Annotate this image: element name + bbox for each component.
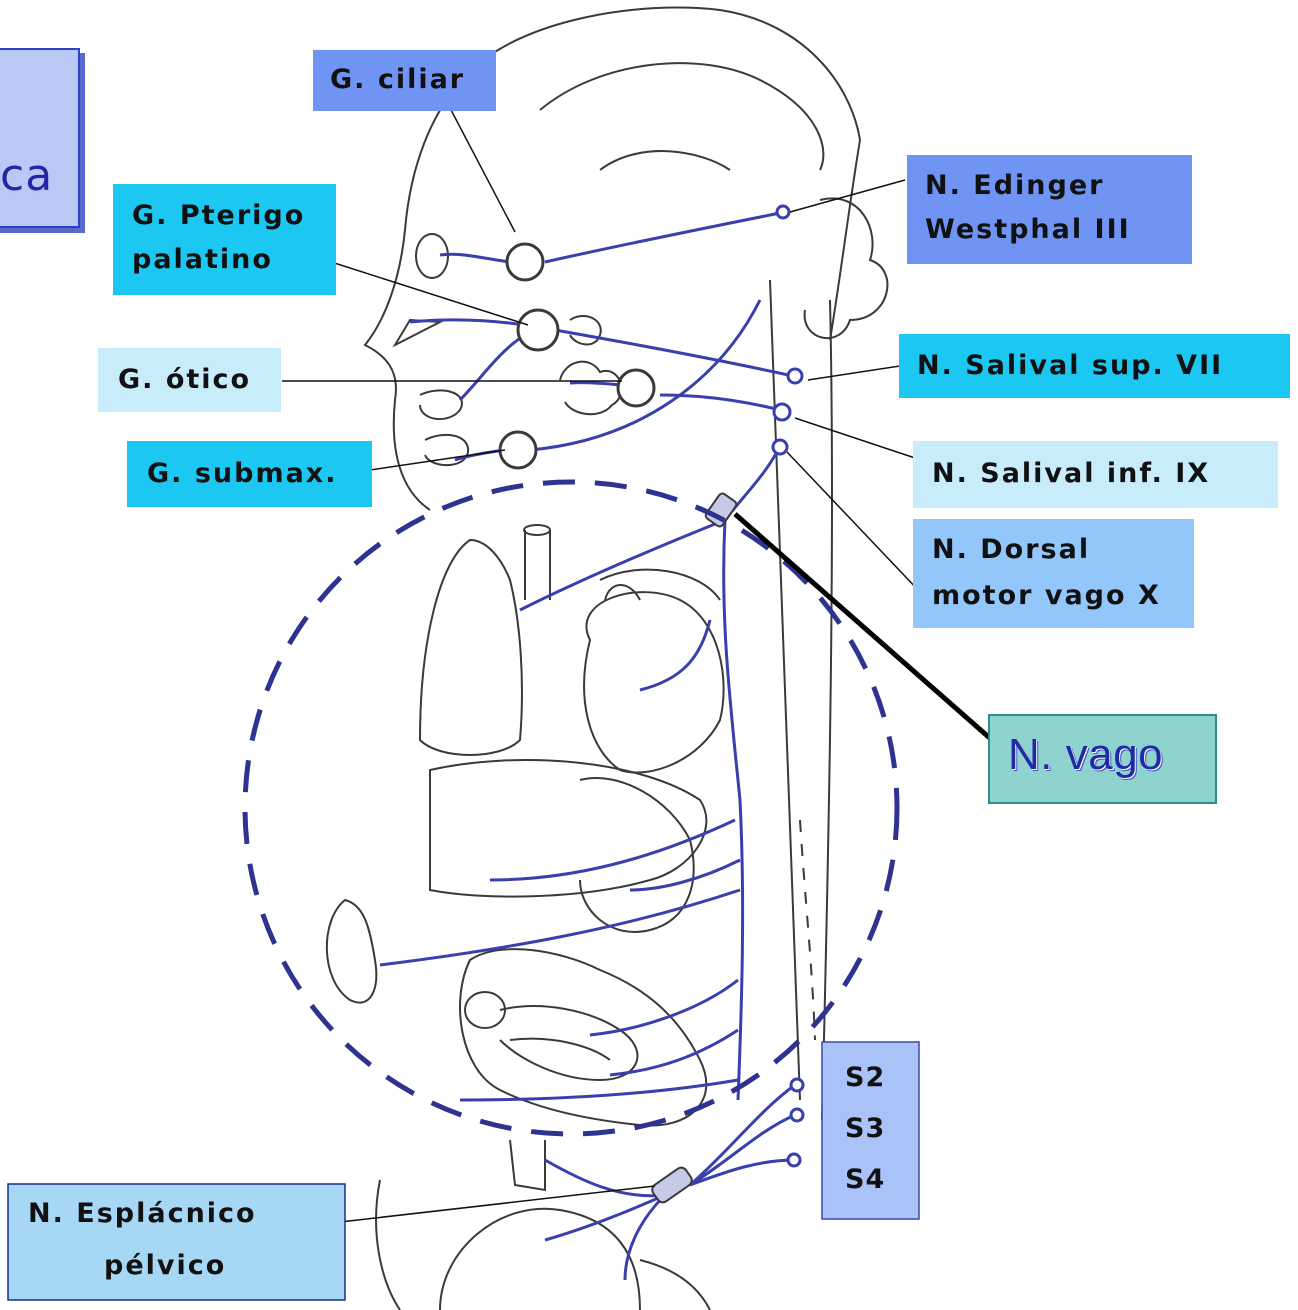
submandibular-ganglion — [500, 432, 536, 468]
nerve-ciliar-eye — [440, 254, 510, 262]
nerve-pterigo-jaw — [460, 335, 525, 400]
title-box — [0, 48, 80, 228]
s4-nucleus — [788, 1154, 800, 1166]
edinger-label-line1: N. Edinger — [925, 168, 1104, 203]
ciliar-label: G. ciliar — [330, 62, 465, 97]
sacral-s3-label: S3 — [845, 1111, 885, 1146]
salival-inf-nucleus — [774, 404, 790, 420]
ganglia — [500, 244, 654, 468]
brain-outline — [540, 63, 823, 170]
pelvic-outline — [640, 1260, 710, 1310]
pterigo-cloud — [570, 316, 601, 344]
pterigo-label-line2: palatino — [132, 242, 273, 277]
s2-nucleus — [791, 1079, 803, 1091]
kidney-outline — [327, 900, 376, 1003]
nose-outline — [395, 320, 440, 345]
trachea-top — [524, 525, 550, 535]
occiput-outline — [830, 140, 860, 340]
vagus-stomach-branch — [630, 860, 740, 890]
skull-outline — [470, 8, 860, 140]
salival-inf-label: N. Salival inf. IX — [932, 456, 1210, 491]
vagus-territory-circle — [245, 482, 897, 1134]
leader-salival-inf — [795, 418, 915, 458]
leader-edinger — [790, 180, 905, 212]
small-intestine-loop2 — [510, 1039, 610, 1060]
vagus-heart-branch — [640, 620, 710, 690]
nuclei — [773, 206, 803, 1166]
brain-ventricle — [600, 151, 730, 170]
edinger-nucleus — [777, 206, 789, 218]
nerve-salival-sup-pterigo — [555, 330, 793, 376]
cerebellum — [805, 198, 888, 338]
liver-outline — [430, 760, 706, 897]
pelvic-bundle-icon — [650, 1165, 694, 1204]
leader-pterigo — [325, 260, 528, 325]
ciliary-ganglion — [507, 244, 543, 280]
otic-ganglion — [618, 370, 654, 406]
esplacnico-label-line2: pélvico — [104, 1248, 226, 1283]
otic-cloud — [560, 362, 621, 415]
sacral-s4-label: S4 — [845, 1162, 885, 1197]
jaw-lobe — [420, 390, 462, 419]
nerve-edinger-ciliar — [545, 212, 785, 262]
edinger-label-line2: Westphal III — [925, 212, 1131, 247]
s3-nucleus — [791, 1109, 803, 1121]
dorsal-motor-nucleus — [773, 440, 787, 454]
salival-sup-label: N. Salival sup. VII — [917, 348, 1223, 383]
leader-submax — [370, 450, 505, 470]
leader-dorsal — [787, 452, 920, 592]
nerve-s2 — [690, 1085, 795, 1185]
leader-salival-sup — [808, 366, 900, 380]
submax-label: G. submax. — [147, 456, 337, 491]
pterigopalatine-ganglion — [518, 310, 558, 350]
left-lung — [420, 540, 522, 755]
sacral-s2-label: S2 — [845, 1060, 885, 1095]
leg-outline — [376, 1180, 400, 1310]
dashed-spine — [800, 820, 815, 1040]
pterigo-label-line1: G. Pterigo — [132, 198, 305, 233]
rectum-outline — [510, 1140, 545, 1190]
heart-outline — [584, 592, 723, 772]
vago-label: N. vago — [1008, 730, 1163, 780]
vagus-intestine-branch — [590, 980, 738, 1035]
vagus-trunk — [724, 520, 743, 1100]
otico-label: G. ótico — [118, 362, 251, 397]
nerve-paths — [380, 212, 795, 1280]
pelvic-rectum-branch — [545, 1160, 665, 1196]
pelvic-genital-branch — [625, 1195, 665, 1280]
title-fragment: ca — [0, 150, 53, 201]
leader-ciliar — [450, 108, 515, 232]
face-profile — [365, 72, 470, 510]
dorsal-label-line1: N. Dorsal — [932, 532, 1090, 567]
nerve-s3 — [690, 1115, 795, 1185]
salival-sup-nucleus — [788, 369, 802, 383]
leader-esplacnico — [340, 1186, 655, 1222]
vagus-bundle-icon — [704, 492, 738, 528]
spinal-cord-back — [822, 300, 832, 1120]
trachea — [525, 530, 550, 600]
dorsal-label-line2: motor vago X — [932, 578, 1161, 613]
nerve-pterigo-nose — [410, 320, 525, 325]
esplacnico-label-line1: N. Esplácnico — [28, 1196, 257, 1231]
nerve-otico-parotid — [570, 383, 620, 385]
vagus-liver-branch — [490, 820, 735, 880]
cecum-outline — [465, 992, 505, 1028]
bladder-outline — [440, 1209, 640, 1310]
